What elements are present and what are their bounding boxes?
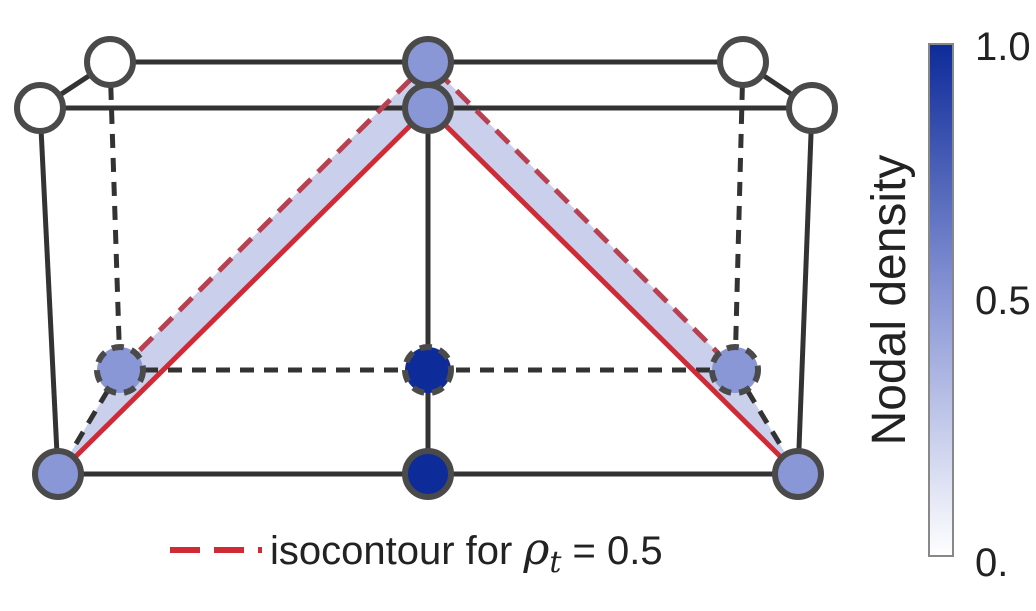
node-top-front-middle (402, 82, 454, 134)
legend-label: isocontour for ρt = 0.5 (270, 524, 663, 580)
node-top-front-left (14, 82, 66, 134)
node-top-back-right (717, 36, 769, 88)
node-bottom-back-middle (402, 344, 454, 396)
nodes (14, 36, 838, 500)
colorbar-tick-bottom: 0. (975, 541, 1008, 585)
hidden-edge-right-vertical (732, 61, 746, 371)
node-top-back-middle (402, 36, 454, 88)
node-top-front-right (786, 82, 838, 134)
edge-front-left (37, 107, 61, 475)
colorbar-tick-mid: 0.5 (975, 279, 1031, 323)
node-bottom-back-left (94, 344, 146, 396)
legend-label-suffix: = 0.5 (561, 529, 662, 573)
colorbar-tick-top: 1.0 (975, 25, 1031, 69)
colorbar-gradient (928, 43, 954, 557)
legend-rho-symbol: ρ (522, 524, 549, 575)
node-bottom-front-right (772, 448, 824, 500)
legend: isocontour for ρt = 0.5 (170, 524, 663, 580)
node-bottom-front-middle (402, 448, 454, 500)
hidden-edge-left-vertical (107, 61, 123, 371)
colorbar: Nodal density 1.0 0.5 0. (863, 25, 1031, 585)
node-bottom-front-left (32, 448, 84, 500)
colorbar-title: Nodal density (863, 155, 916, 446)
legend-label-prefix: isocontour for (270, 529, 523, 573)
node-bottom-back-right (709, 344, 761, 396)
node-top-back-left (84, 36, 136, 88)
edge-front-right (795, 107, 815, 475)
legend-rho-subscript: t (549, 545, 562, 580)
